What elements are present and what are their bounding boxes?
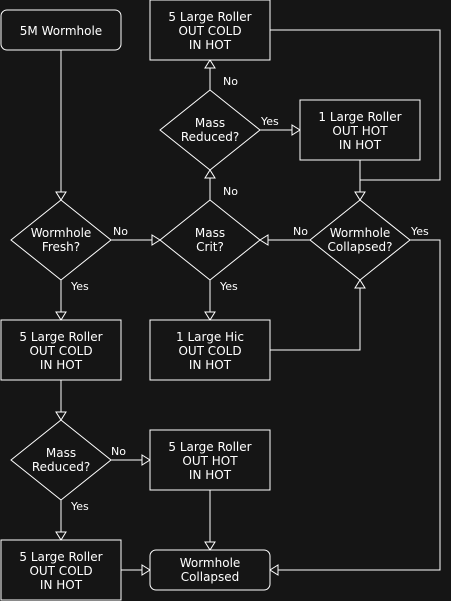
edges	[55, 29, 441, 576]
node-label: IN HOT	[189, 468, 232, 482]
arrowhead	[204, 59, 216, 69]
node-label: Reduced?	[32, 460, 90, 474]
arrowhead	[141, 454, 151, 466]
node-top-roller: 5 Large Roller OUT COLD IN HOT	[149, 0, 271, 61]
node-label: Mass	[46, 446, 76, 460]
node-start: 5M Wormhole	[0, 9, 122, 51]
node-label: 5 Large Roller	[168, 10, 251, 24]
node-label: Wormhole	[31, 226, 92, 240]
arrowhead	[55, 311, 67, 321]
node-label: 5 Large Roller	[19, 330, 102, 344]
node-label: OUT HOT	[332, 124, 388, 138]
arrowhead	[291, 124, 301, 136]
node-hic-mid: 1 Large Hic OUT COLD IN HOT	[149, 319, 271, 381]
node-label: IN HOT	[189, 358, 232, 372]
arrowhead	[354, 279, 366, 289]
node-mass-reduced-top: Mass Reduced?	[159, 89, 261, 171]
node-label: OUT COLD	[178, 344, 241, 358]
node-label: IN HOT	[40, 578, 83, 592]
node-hot-roller-right: 1 Large Roller OUT HOT IN HOT	[299, 99, 421, 161]
node-label: 1 Large Hic	[176, 330, 244, 344]
edge-label-yes: Yes	[70, 280, 89, 293]
node-roller-hot-bottom: 5 Large Roller OUT HOT IN HOT	[149, 429, 271, 491]
arrowhead	[151, 234, 161, 246]
node-mass-reduced-bottom: Mass Reduced?	[10, 419, 112, 501]
node-collapsed-end: Wormhole Collapsed	[149, 549, 271, 591]
edge-label-no: No	[223, 185, 238, 198]
edge-label-no: No	[113, 225, 128, 238]
node-label: 5 Large Roller	[19, 550, 102, 564]
node-roller-left-mid: 5 Large Roller OUT COLD IN HOT	[0, 319, 122, 381]
arrowhead	[55, 531, 67, 541]
node-label: Collapsed	[181, 570, 240, 584]
arrowhead	[204, 541, 216, 551]
edge-label-yes: Yes	[260, 115, 279, 128]
node-label: Collapsed?	[328, 240, 393, 254]
node-wormhole-collapsed-q: Wormhole Collapsed?	[309, 199, 411, 281]
node-label: Mass	[195, 226, 225, 240]
node-label: IN HOT	[189, 38, 232, 52]
node-roller-left-bottom: 5 Large Roller OUT COLD IN HOT	[0, 539, 122, 601]
node-label: Crit?	[196, 240, 224, 254]
edge-label-yes: Yes	[410, 225, 429, 238]
arrowhead	[354, 191, 366, 201]
arrowhead	[204, 169, 216, 179]
node-label: OUT HOT	[182, 454, 238, 468]
edge-label-yes: Yes	[219, 280, 238, 293]
edge-labels: No Yes No No No Yes Yes Yes No Yes	[70, 75, 429, 513]
edge-label-yes: Yes	[70, 500, 89, 513]
edge-label-no: No	[223, 75, 238, 88]
arrowhead	[259, 234, 269, 246]
edge-label-no: No	[111, 445, 126, 458]
node-label: 1 Large Roller	[318, 110, 401, 124]
node-label: Fresh?	[42, 240, 80, 254]
node-label: 5M Wormhole	[20, 24, 102, 38]
node-label: Reduced?	[181, 130, 239, 144]
node-label: Wormhole	[330, 226, 391, 240]
node-label: OUT COLD	[29, 564, 92, 578]
node-label: IN HOT	[339, 138, 382, 152]
node-label: 5 Large Roller	[168, 440, 251, 454]
node-label: OUT COLD	[29, 344, 92, 358]
arrowhead	[55, 191, 67, 201]
edge-label-no: No	[293, 225, 308, 238]
node-wormhole-fresh: Wormhole Fresh?	[10, 199, 112, 281]
arrowhead	[55, 411, 67, 421]
edge-collapsed-to-end	[278, 239, 441, 571]
arrowhead	[269, 564, 279, 576]
node-label: Mass	[195, 116, 225, 130]
node-mass-crit: Mass Crit?	[159, 199, 261, 281]
node-label: OUT COLD	[178, 24, 241, 38]
edge-hic-to-collapsed	[270, 288, 361, 351]
arrowhead	[204, 311, 216, 321]
node-label: Wormhole	[180, 556, 241, 570]
arrowhead	[141, 564, 151, 576]
node-label: IN HOT	[40, 358, 83, 372]
